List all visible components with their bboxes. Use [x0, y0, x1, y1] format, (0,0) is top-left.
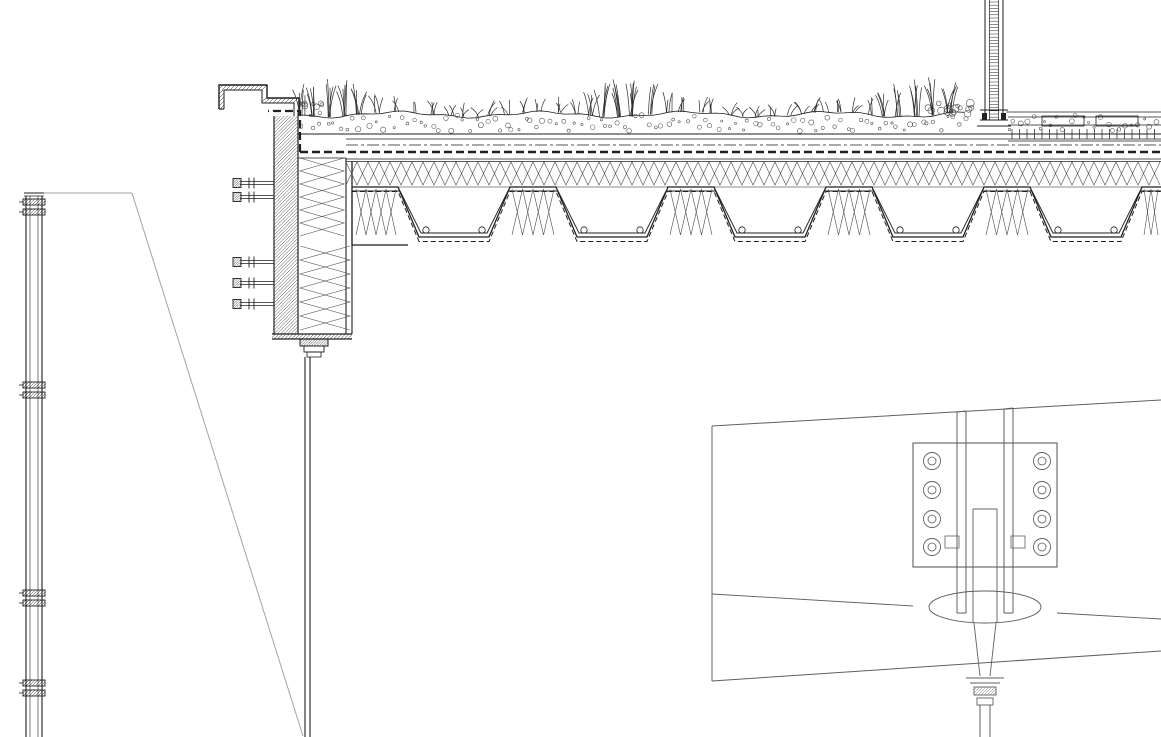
left-facade-mullion-section — [19, 192, 46, 737]
membrane-layers — [268, 109, 1161, 160]
steel-beam-connection — [711, 399, 1161, 737]
parapet-assembly — [218, 84, 353, 340]
vegetation-layer — [292, 77, 959, 118]
insulation-layer — [345, 161, 1161, 236]
roof-post — [977, 0, 1161, 142]
reference-lines — [44, 192, 304, 737]
curtain-wall-mullion — [299, 338, 329, 737]
